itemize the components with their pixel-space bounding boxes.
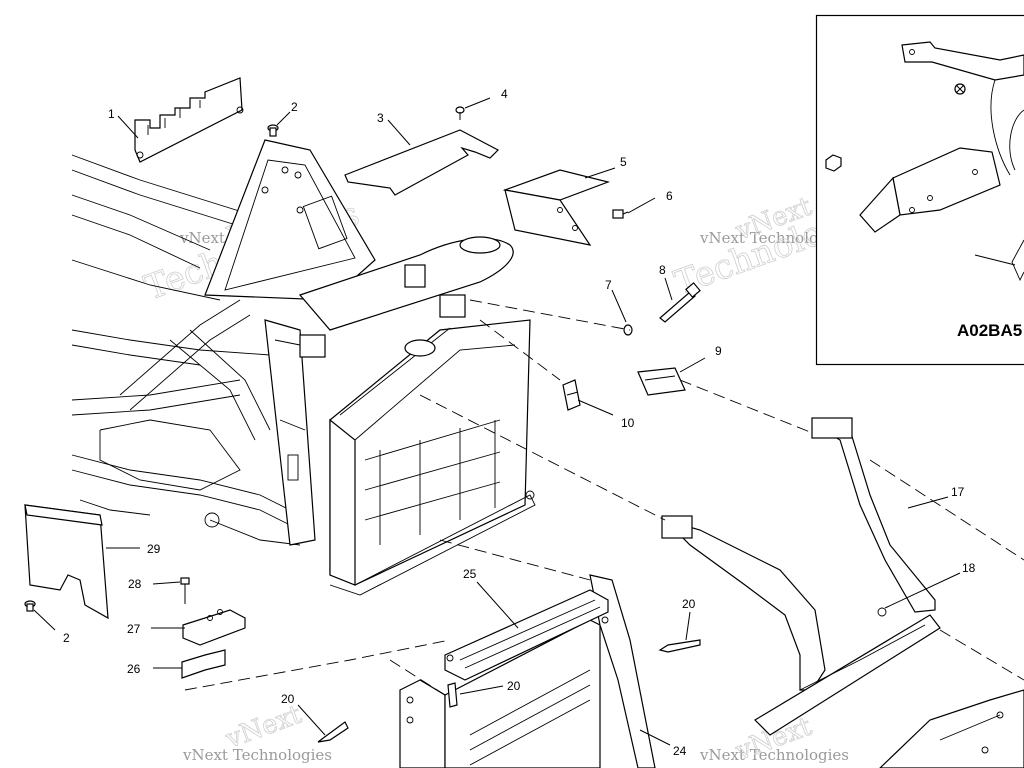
assembly-lines [184, 299, 1024, 696]
callout-27: 27 [127, 622, 141, 636]
callout-20: 20 [507, 679, 521, 693]
part-9-grommet [637, 367, 686, 396]
skid-plate [879, 689, 1024, 768]
detail-inset: A02BA5 [815, 14, 1024, 366]
callout-25: 25 [463, 567, 477, 581]
callout-17: 17 [951, 485, 965, 499]
watermark-text: vNext Technologies [699, 229, 849, 247]
callout-20: 20 [281, 692, 295, 706]
watermark-text: vNext Technologies [699, 746, 849, 764]
callout-8: 8 [659, 263, 666, 277]
part-20-screw [317, 639, 701, 743]
callout-28: 28 [128, 577, 142, 591]
part-3-pad [344, 129, 500, 196]
callout-4: 4 [501, 87, 508, 101]
frame-chassis [71, 139, 514, 546]
part-25-mesh-panel [444, 589, 609, 681]
callout-26: 26 [127, 662, 141, 676]
part-29-side-panel [24, 504, 109, 620]
callout-18: 18 [962, 561, 976, 575]
inset-code: A02BA5 [957, 321, 1022, 340]
callout-6: 6 [666, 189, 673, 203]
part-6-bolt [612, 209, 629, 219]
callout-9: 9 [715, 344, 722, 358]
part-5-bracket [502, 169, 611, 246]
part-24-grille [399, 574, 656, 768]
part-4-screw [455, 106, 465, 120]
callouts: 1 2 3 4 5 6 7 8 9 10 11 12 13 17 18 20 2… [63, 76, 976, 758]
callout-7: 7 [605, 278, 612, 292]
callout-2: 2 [63, 631, 70, 645]
part-1-seal [134, 77, 244, 163]
callout-29: 29 [147, 542, 161, 556]
callout-2: 2 [291, 100, 298, 114]
part-2-rivet [24, 600, 36, 612]
part-2-rivet [267, 124, 279, 137]
part-28-bolt [180, 577, 190, 604]
callout-3: 3 [377, 111, 384, 125]
part-10-clip [562, 379, 581, 411]
part-8-long-bolt [659, 282, 701, 323]
callout-24: 24 [673, 744, 687, 758]
radiator [329, 319, 536, 596]
callout-1: 1 [108, 107, 115, 121]
part-26-bracket [181, 649, 226, 679]
callout-10: 10 [621, 416, 635, 430]
part-27-block [182, 609, 246, 646]
watermark-text: vNext Technologies [182, 746, 332, 764]
part-7-washer [623, 324, 633, 336]
callout-20: 20 [682, 597, 696, 611]
part-17-front-guard [661, 417, 941, 736]
callout-5: 5 [620, 155, 627, 169]
